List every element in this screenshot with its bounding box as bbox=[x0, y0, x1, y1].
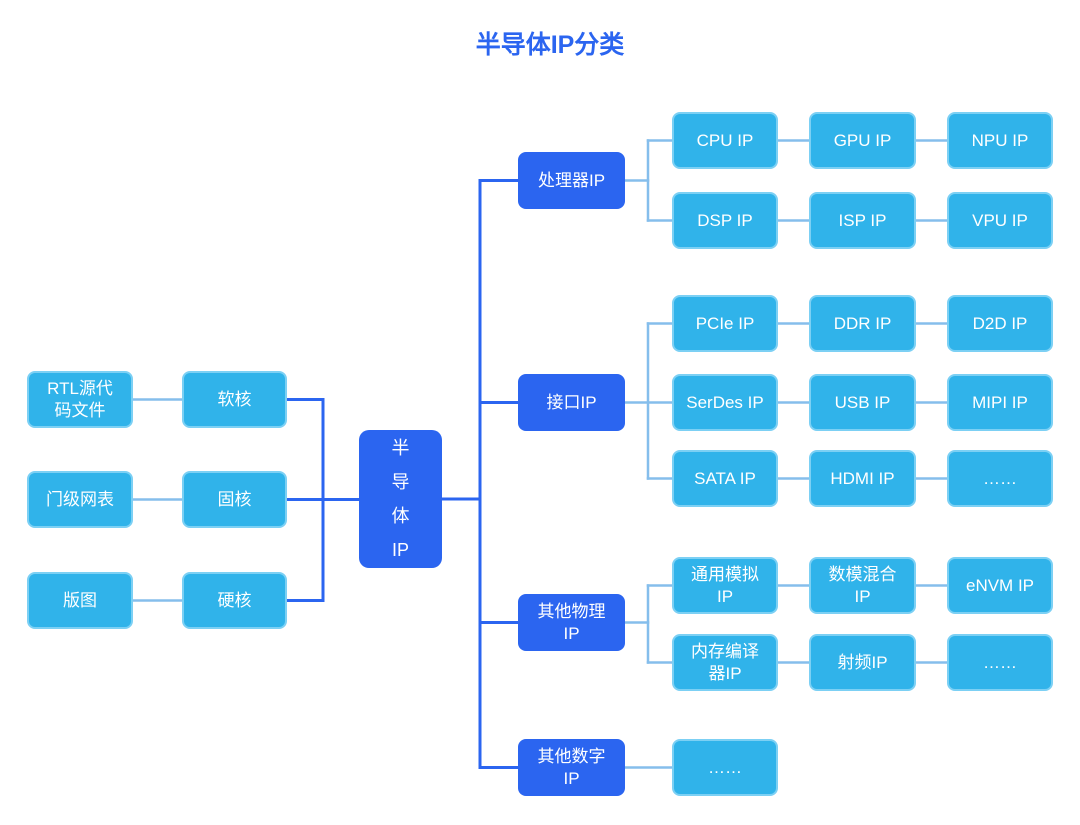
node-soft-core: 软核 bbox=[182, 371, 287, 428]
leaf-digital-more: …… bbox=[672, 739, 778, 796]
leaf-envm-ip: eNVM IP bbox=[947, 557, 1053, 614]
leaf-usb-ip: USB IP bbox=[809, 374, 916, 431]
leaf-interface-more: …… bbox=[947, 450, 1053, 507]
dark-connectors bbox=[285, 179, 520, 769]
leaf-dsp-ip: DSP IP bbox=[672, 192, 778, 249]
leaf-mipi-ip: MIPI IP bbox=[947, 374, 1053, 431]
node-gate-level-netlist: 门级网表 bbox=[27, 471, 133, 528]
leaf-rf-ip: 射频IP bbox=[809, 634, 916, 691]
light-connectors bbox=[131, 139, 949, 769]
leaf-mixed-signal-ip: 数模混合 IP bbox=[809, 557, 916, 614]
branch-processor-ip: 处理器IP bbox=[518, 152, 625, 209]
leaf-ddr-ip: DDR IP bbox=[809, 295, 916, 352]
node-layout: 版图 bbox=[27, 572, 133, 629]
diagram-title: 半导体IP分类 bbox=[475, 31, 625, 59]
branch-other-physical-ip: 其他物理 IP bbox=[518, 594, 625, 651]
leaf-hdmi-ip: HDMI IP bbox=[809, 450, 916, 507]
node-semiconductor-ip-root: 半 导 体 IP bbox=[359, 430, 442, 568]
leaf-cpu-ip: CPU IP bbox=[672, 112, 778, 169]
leaf-isp-ip: ISP IP bbox=[809, 192, 916, 249]
leaf-sata-ip: SATA IP bbox=[672, 450, 778, 507]
leaf-d2d-ip: D2D IP bbox=[947, 295, 1053, 352]
leaf-pcie-ip: PCIe IP bbox=[672, 295, 778, 352]
leaf-memory-compiler-ip: 内存编译 器IP bbox=[672, 634, 778, 691]
leaf-gpu-ip: GPU IP bbox=[809, 112, 916, 169]
branch-other-digital-ip: 其他数字 IP bbox=[518, 739, 625, 796]
node-firm-core: 固核 bbox=[182, 471, 287, 528]
branch-interface-ip: 接口IP bbox=[518, 374, 625, 431]
leaf-vpu-ip: VPU IP bbox=[947, 192, 1053, 249]
node-rtl-source-file: RTL源代 码文件 bbox=[27, 371, 133, 428]
leaf-physical-more: …… bbox=[947, 634, 1053, 691]
leaf-serdes-ip: SerDes IP bbox=[672, 374, 778, 431]
node-hard-core: 硬核 bbox=[182, 572, 287, 629]
leaf-npu-ip: NPU IP bbox=[947, 112, 1053, 169]
leaf-general-analog-ip: 通用模拟 IP bbox=[672, 557, 778, 614]
